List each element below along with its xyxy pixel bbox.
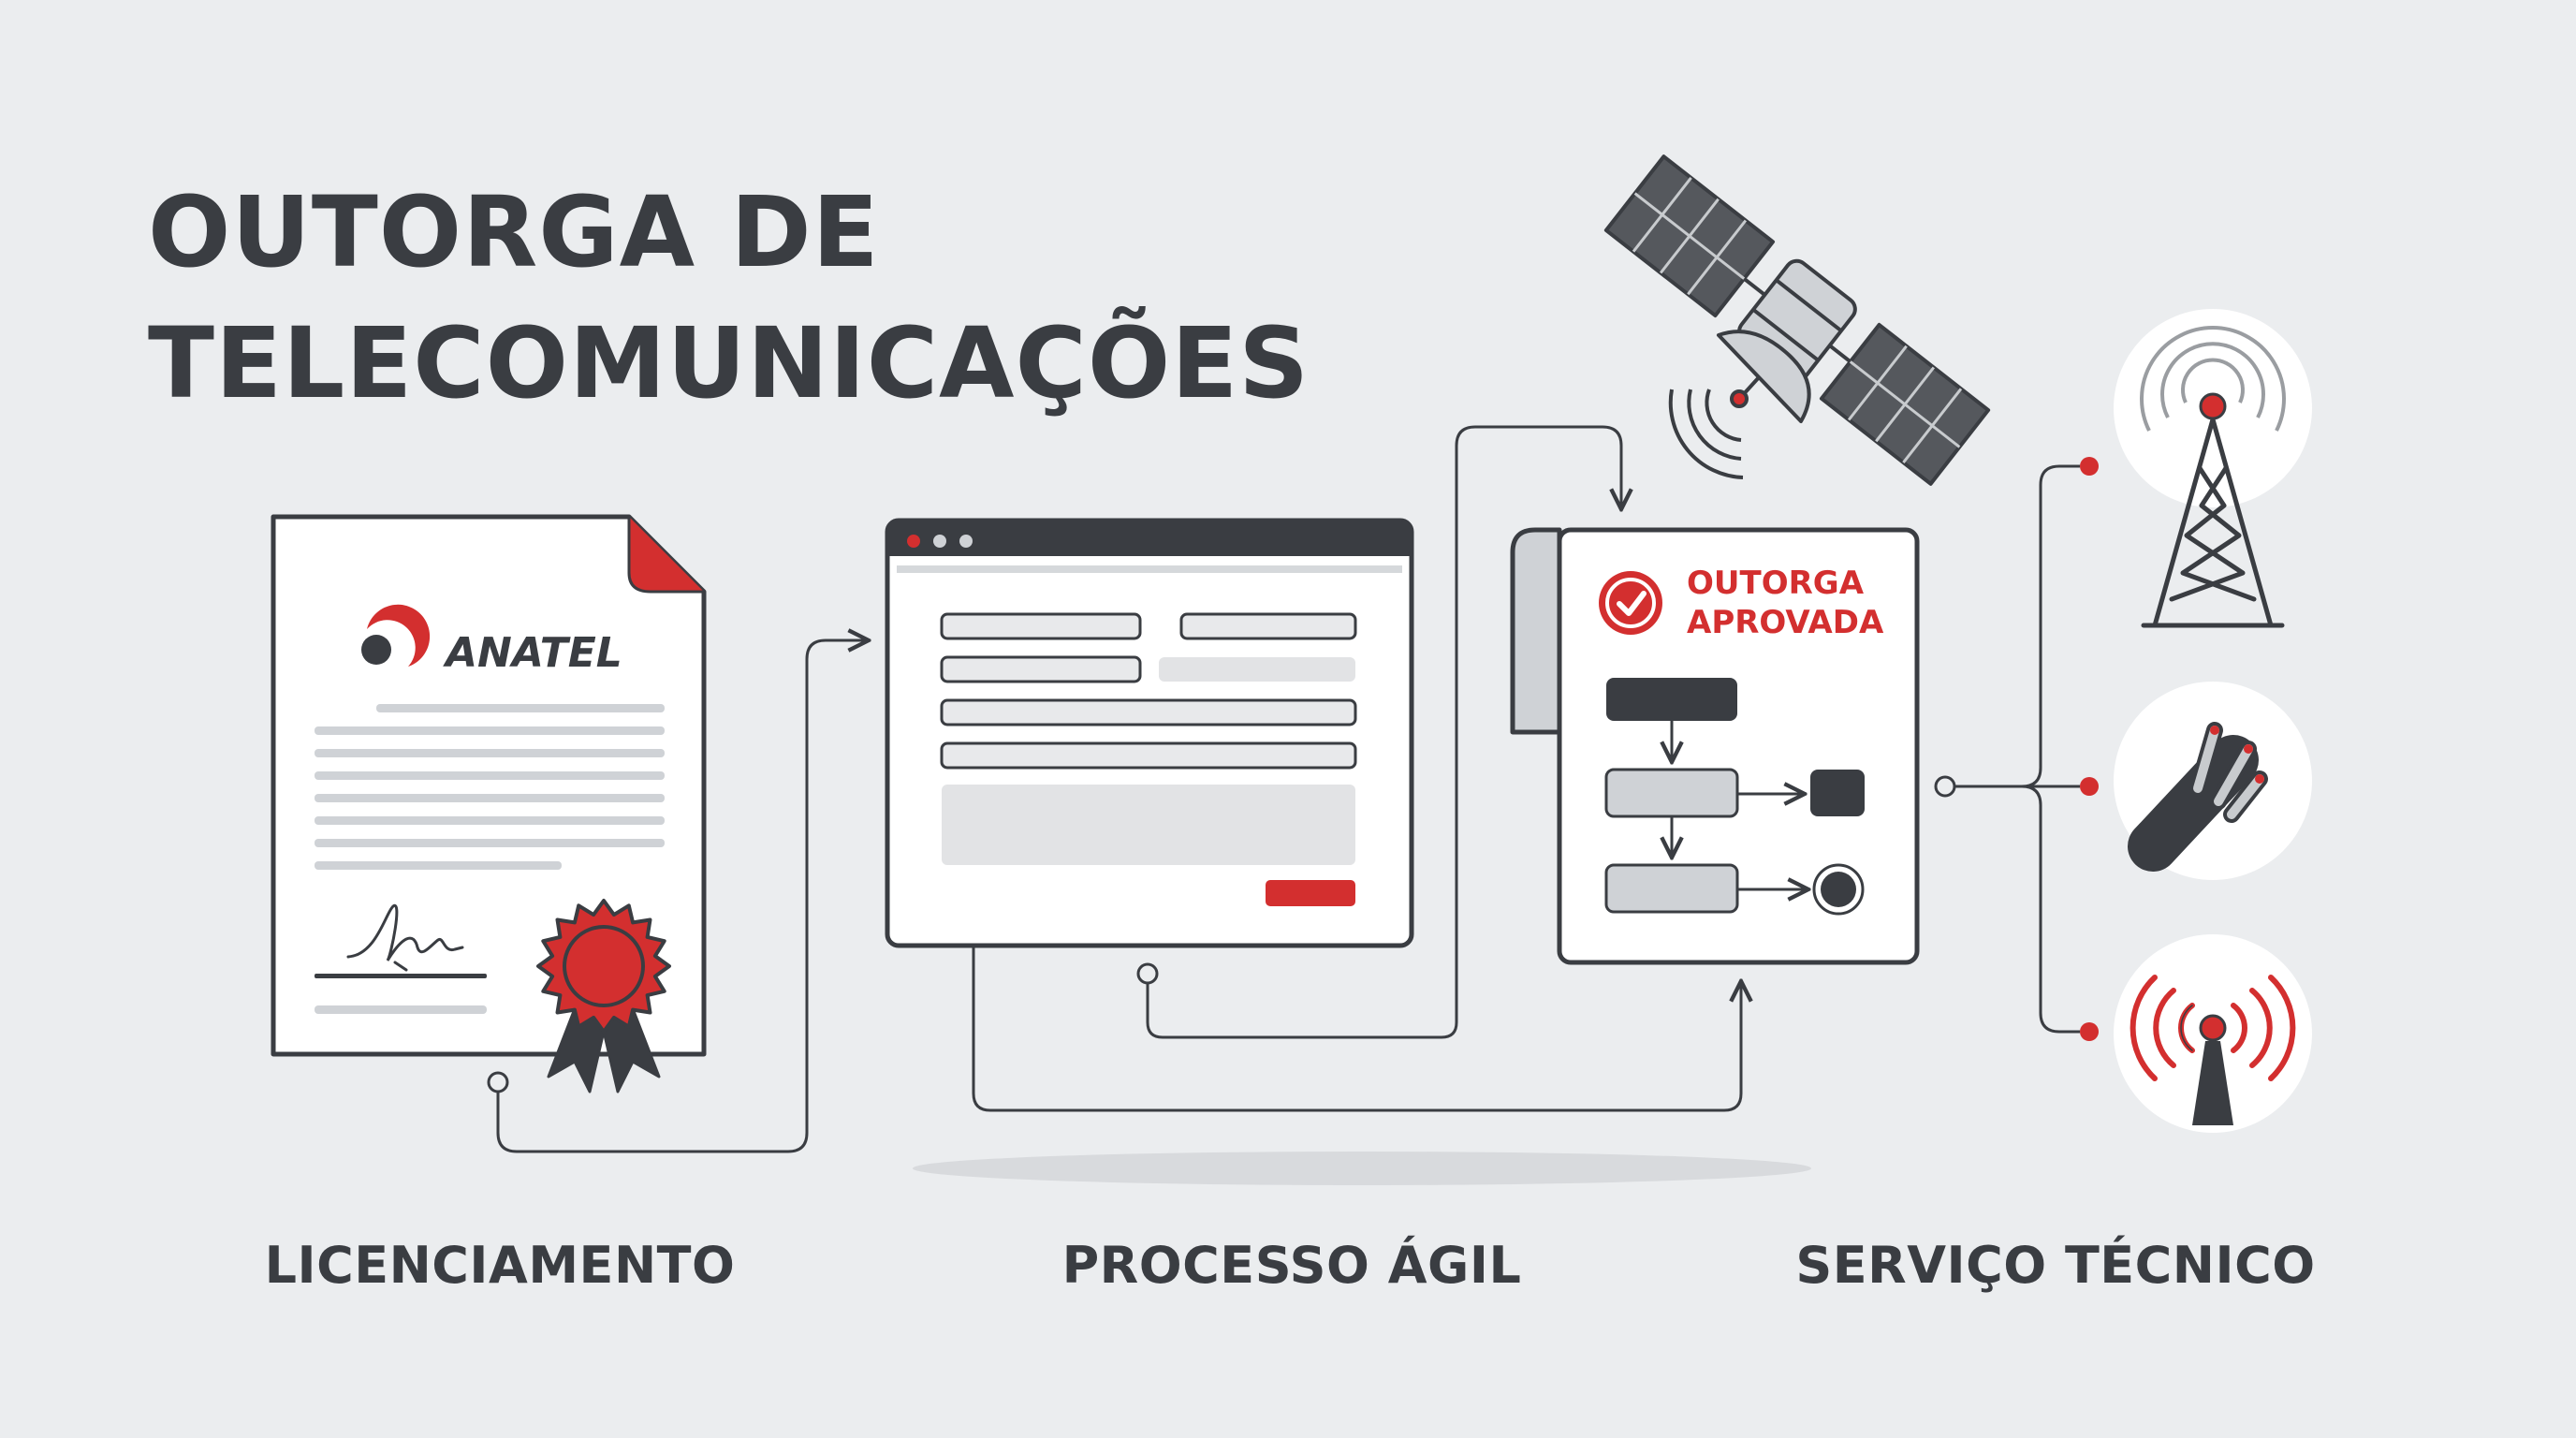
approval-status-line1: OUTORGA bbox=[1687, 565, 1865, 602]
form-field-6[interactable] bbox=[940, 741, 1357, 770]
check-circle-icon bbox=[1599, 571, 1662, 635]
step-label-servico-tecnico: SERVIÇO TÉCNICO bbox=[1795, 1236, 2316, 1295]
approval-document: OUTORGA APROVADA bbox=[1510, 527, 1920, 965]
ground-shadow bbox=[913, 1152, 1811, 1185]
document-text-lines bbox=[315, 704, 665, 870]
title-line-2: TELECOMUNICAÇÕES bbox=[148, 306, 1310, 420]
logo-text: ANATEL bbox=[443, 629, 622, 677]
application-form-window bbox=[885, 518, 1414, 948]
form-textarea[interactable] bbox=[942, 785, 1355, 865]
connector-node-red-2 bbox=[2080, 777, 2099, 796]
fiber-cable-icon bbox=[2114, 682, 2312, 880]
connectors bbox=[487, 425, 2080, 1153]
anatel-logo: ANATEL bbox=[361, 604, 622, 677]
license-document: ANATEL bbox=[271, 514, 707, 1093]
step-label-licenciamento: LICENCIAMENTO bbox=[264, 1236, 736, 1295]
page-title: OUTORGA DE TELECOMUNICAÇÕES bbox=[148, 167, 1310, 429]
connector-node-red-3 bbox=[2080, 1022, 2099, 1041]
form-field-5[interactable] bbox=[940, 698, 1357, 726]
form-field-4[interactable] bbox=[1159, 657, 1355, 682]
step-label-processo-agil: PROCESSO ÁGIL bbox=[1061, 1236, 1522, 1295]
window-close-dot[interactable] bbox=[907, 535, 920, 548]
process-flowchart bbox=[1604, 678, 1865, 916]
title-line-1: OUTORGA DE bbox=[148, 175, 880, 289]
window-titlebar bbox=[887, 521, 1412, 556]
submit-button[interactable] bbox=[1266, 880, 1355, 906]
window-minimize-dot[interactable] bbox=[933, 535, 946, 548]
approval-status-line2: APROVADA bbox=[1687, 604, 1884, 641]
wireless-antenna-icon bbox=[2114, 934, 2312, 1133]
signature bbox=[346, 904, 464, 961]
seal-ribbon-icon bbox=[536, 899, 671, 1093]
radio-tower-icon bbox=[2114, 309, 2312, 628]
form-field-2[interactable] bbox=[1179, 612, 1357, 640]
document-fold bbox=[629, 517, 704, 592]
connector-node-red-1 bbox=[2080, 457, 2099, 476]
form-field-1[interactable] bbox=[940, 612, 1142, 640]
window-maximize-dot[interactable] bbox=[959, 535, 973, 548]
satellite-icon bbox=[1603, 154, 1991, 486]
form-field-3[interactable] bbox=[940, 655, 1142, 683]
